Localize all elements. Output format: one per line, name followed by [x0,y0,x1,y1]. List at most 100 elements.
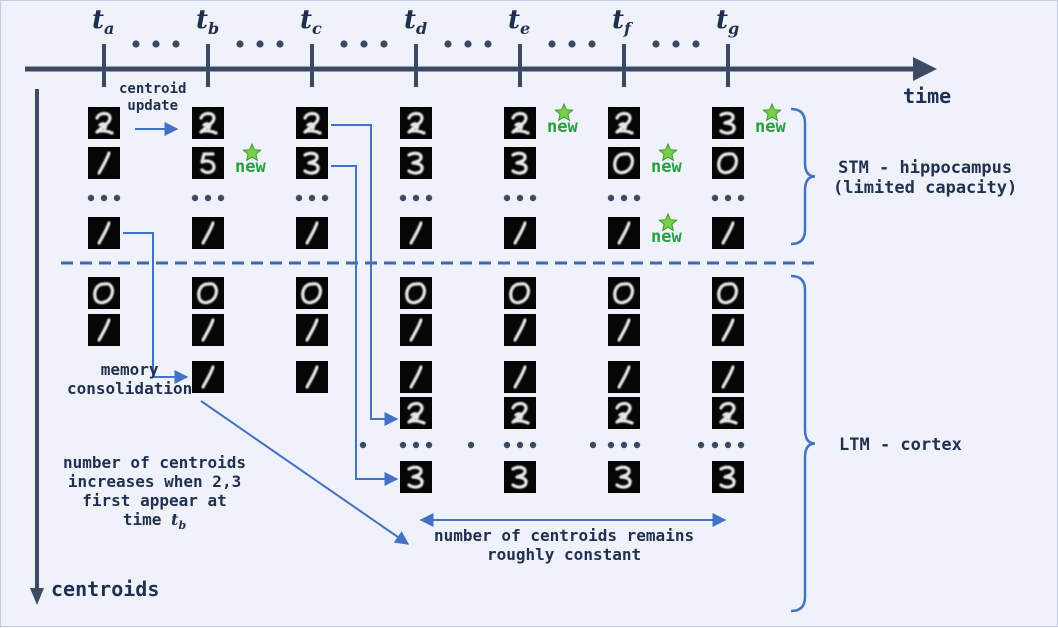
time-ellipsis-dot [672,40,680,48]
ltm-centroid-a-0 [88,277,120,309]
stm-ellipsis-dot [711,194,719,202]
ltm-ellipsis-dot [724,441,732,449]
stm-ellipsis-dot [516,194,524,202]
stm-centroid-a-0 [88,107,120,139]
stm-ellipsis-dot [503,194,511,202]
time-ellipsis-dot [276,40,284,48]
ltm-ellipsis-dot [399,441,407,449]
consolidation-arrow-2 [331,124,399,426]
centroid-constant-note: number of centroids remains roughly cons… [434,526,695,564]
time-ellipsis-dot [484,40,492,48]
memory-consolidation-label: memory consolidation [67,360,193,398]
stm-ellipsis-dot [412,194,420,202]
stars-layer [242,102,782,232]
time-ellipsis-dot [236,40,244,48]
ltm-centroid-e-0 [504,277,536,309]
stm-ellipsis-dot [191,194,199,202]
consolidation-arrow-3 [331,165,399,486]
increase-note-time: tb [171,509,187,532]
axes-layer [25,40,937,613]
stm-centroid-d-0 [400,107,432,139]
new-star-f-2 [658,212,678,232]
stm-ellipsis-dot [633,194,641,202]
new-star-b-1 [242,142,262,162]
stm-centroid-d-1 [400,147,432,179]
ltm-centroid-f-0 [608,277,640,309]
time-ellipsis-dot [172,40,180,48]
ltm-centroid-d-0 [400,277,432,309]
ltm-ellipsis-dot [737,441,745,449]
consolidation-arrow-1 [123,232,189,384]
ltm-ellipsis-dot [503,441,511,449]
stm-centroid-e-0 [504,107,536,139]
stm-centroid-a-2 [88,217,120,249]
stm-centroid-c-2 [296,217,328,249]
ltm-centroid-g-3 [712,397,744,429]
stm-ellipsis-dot [607,194,615,202]
ltm-centroid-e-2 [504,361,536,393]
ltm-ellipsis-dot [633,441,641,449]
ellipsis-layer [87,194,745,449]
ltm-brace [790,274,816,613]
ltm-centroid-f-2 [608,361,640,393]
centroid-axis-arrowhead [30,588,44,605]
ltm-centroid-e-1 [504,314,536,346]
time-tick-label-c: tc [300,5,322,39]
stm-ellipsis-dot [529,194,537,202]
time-ellipsis-dot [152,40,160,48]
stm-centroid-b-1 [192,147,224,179]
stm-ellipsis-dot [87,194,95,202]
time-tick-label-e: te [508,5,531,39]
ltm-centroid-d-4 [400,461,432,493]
ltm-centroid-d-3 [400,397,432,429]
increase-note-pointer [200,400,410,545]
tiles-layer [88,107,744,493]
stm-ellipsis-dot [100,194,108,202]
ltm-centroid-d-1 [400,314,432,346]
stm-ellipsis-dot [204,194,212,202]
stm-centroid-f-2 [608,217,640,249]
stm-ellipsis-dot [113,194,121,202]
time-tick-label-d: td [404,5,428,39]
stm-centroid-g-2 [712,217,744,249]
stm-ellipsis-dot [399,194,407,202]
ltm-centroid-g-4 [712,461,744,493]
time-tick-label-b: tb [196,5,220,39]
ltm-centroid-b-2 [192,361,224,393]
ltm-ellipsis-dot [412,441,420,449]
stm-centroid-g-0 [712,107,744,139]
stm-centroid-b-0 [192,107,224,139]
stm-centroid-c-0 [296,107,328,139]
stm-centroid-c-1 [296,147,328,179]
ltm-ellipsis-dot [607,441,615,449]
time-ellipsis-dot [360,40,368,48]
time-ellipsis-dot [464,40,472,48]
time-ellipsis-dot [380,40,388,48]
ltm-ellipsis-dot [359,441,367,449]
ltm-centroid-c-1 [296,314,328,346]
ltm-ellipsis-dot [467,441,475,449]
ltm-centroid-b-1 [192,314,224,346]
ltm-ellipsis-dot [620,441,628,449]
time-ellipsis-dot [652,40,660,48]
ltm-ellipsis-dot [697,441,705,449]
new-star-e-0 [554,102,574,122]
stm-ellipsis-dot [620,194,628,202]
time-tick-label-g: tg [716,5,740,39]
time-ellipsis-dot [340,40,348,48]
stm-ellipsis-dot [295,194,303,202]
ltm-centroid-c-2 [296,361,328,393]
time-ellipsis-dot [692,40,700,48]
stm-centroid-g-1 [712,147,744,179]
stm-region-label: STM - hippocampus (limited capacity) [833,158,1018,199]
new-star-f-1 [658,142,678,162]
time-ellipsis-dot [444,40,452,48]
stm-ellipsis-dot [321,194,329,202]
ltm-ellipsis-dot [425,441,433,449]
time-ellipsis-dot [132,40,140,48]
ltm-centroid-d-2 [400,361,432,393]
ltm-ellipsis-dot [516,441,524,449]
time-ellipsis-dot [588,40,596,48]
stm-ellipsis-dot [425,194,433,202]
